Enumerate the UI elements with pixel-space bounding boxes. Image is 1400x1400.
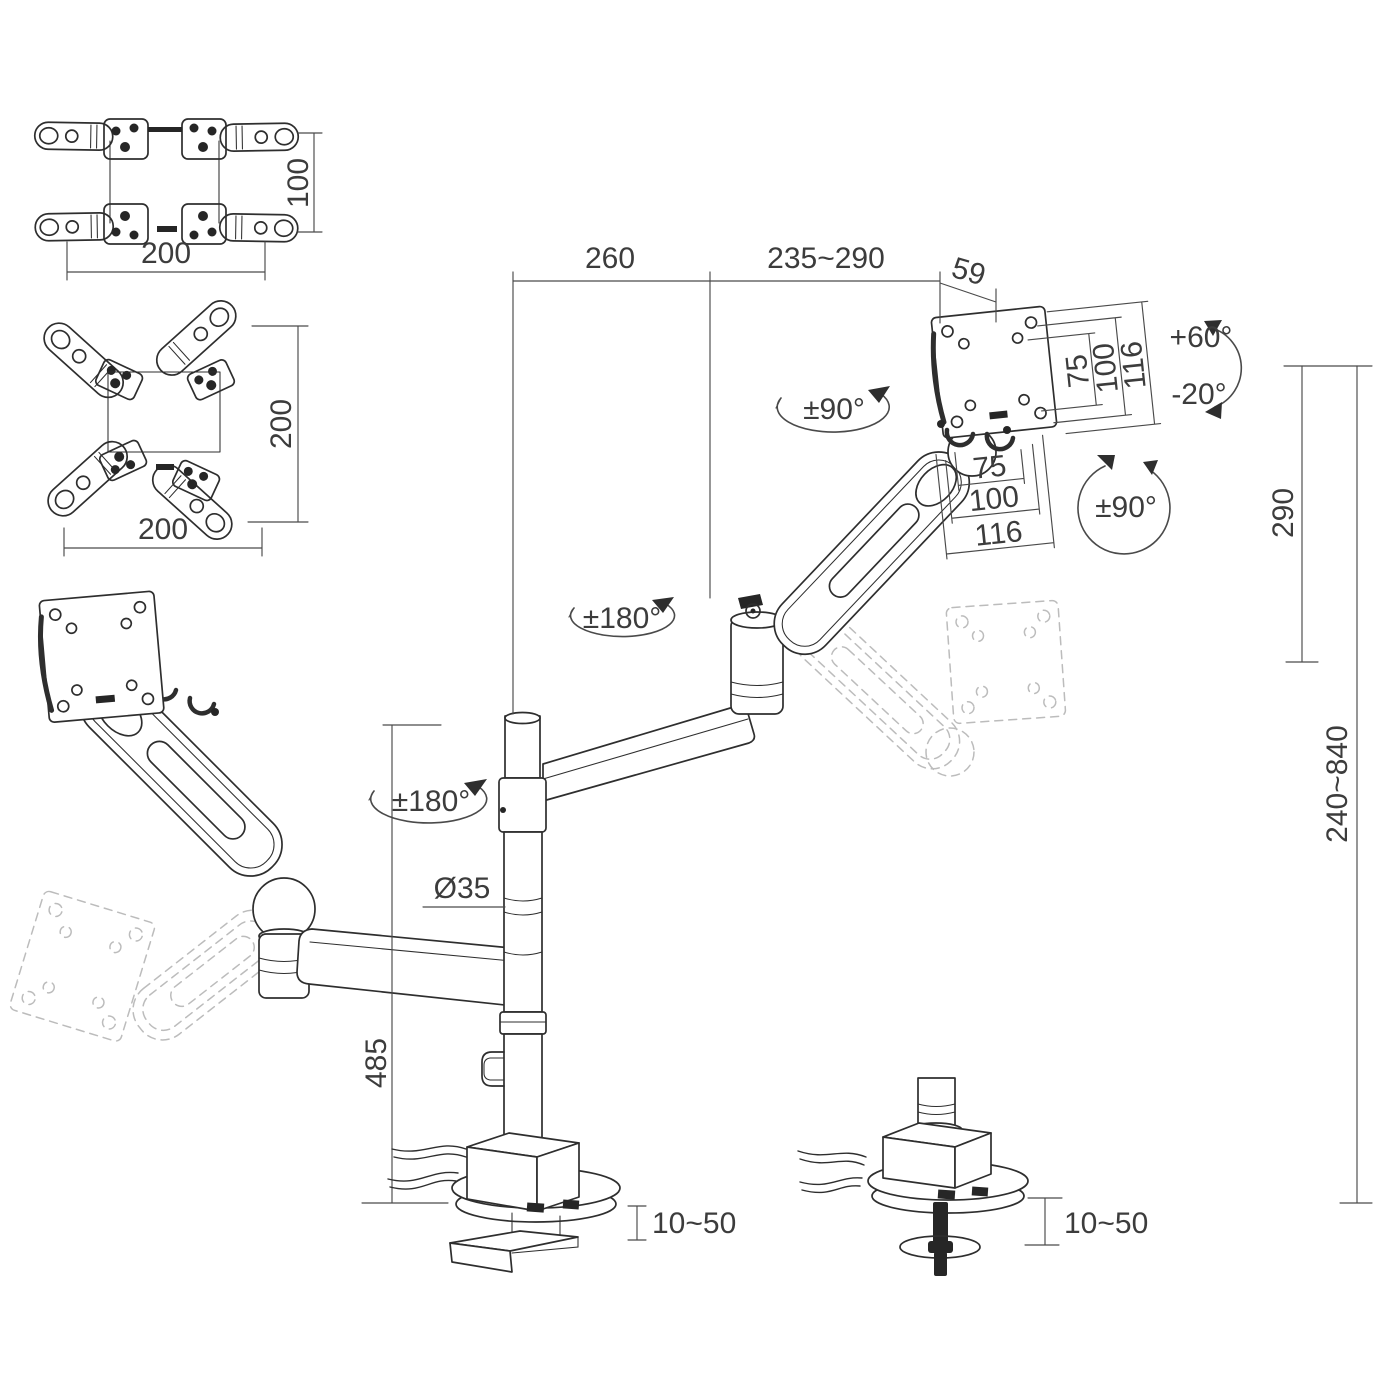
elbow-swivel-label: ±180° (583, 602, 662, 635)
dim-235-290: 235~290 (767, 242, 885, 275)
top-dimensions: 260 235~290 59 (512, 242, 997, 715)
right-vertical-dims: 290 240~840 (1267, 365, 1373, 1204)
left-shoulder-joint (252, 877, 316, 999)
adapter-cross-width-label: 200 (138, 513, 188, 546)
vesa-vertical-dims: 75 100 116 (1027, 300, 1162, 435)
vesa-h-75: 75 (971, 449, 1008, 485)
adapter-wide-width-label: 200 (141, 237, 191, 270)
head-vesa-plate (930, 305, 1058, 452)
tilt-up-label: +60° (1170, 321, 1233, 354)
dim-59: 59 (948, 251, 989, 292)
vesa-horizontal-dims: 75 100 116 (935, 434, 1055, 560)
vesa-h-116: 116 (973, 515, 1024, 553)
pole-swivel-symbol: ±180° (368, 779, 488, 824)
screen-rotate-label: ±90° (803, 393, 865, 426)
grommet-range-label: 10~50 (1064, 1207, 1148, 1240)
vesa-v-100: 100 (1087, 341, 1125, 394)
ghost-right-arm-lowered (793, 599, 1067, 777)
adapter-cross-dims: 200 200 (63, 325, 309, 557)
head-swivel-symbol: ±90° (1077, 455, 1171, 555)
clamp-base: 10~50 (387, 1132, 736, 1273)
tilt-angle-symbol: +60° -20° (1170, 320, 1243, 419)
pole-dimensions: 485 Ø35 (360, 724, 506, 1204)
vesa-adapter-wide-view: 100 200 (33, 118, 323, 281)
head-swivel-label: ±90° (1095, 491, 1157, 524)
dim-260: 260 (585, 242, 635, 275)
elbow-joint (730, 594, 784, 715)
left-vesa-plate (37, 590, 165, 723)
lower-swing-arm (296, 928, 534, 1009)
dim-290: 290 (1267, 488, 1300, 538)
dim-dia-35: Ø35 (434, 872, 491, 905)
adapter-wide-dims: 100 200 (66, 132, 323, 281)
vesa-v-116: 116 (1115, 340, 1153, 391)
right-gas-spring-arm (773, 427, 997, 656)
vesa-adapter-cross-view: 200 200 (43, 300, 309, 557)
clamp-range-label: 10~50 (652, 1207, 736, 1240)
adapter-wide-height-label: 100 (282, 158, 315, 208)
tilt-down-label: -20° (1171, 378, 1226, 411)
adapter-cross-height-label: 200 (265, 399, 298, 449)
center-pole (481, 711, 547, 1143)
grommet-base: 10~50 (797, 1077, 1148, 1276)
vesa-v-75: 75 (1060, 353, 1096, 390)
screen-rotate-symbol: ±90° (775, 386, 891, 433)
dim-485: 485 (360, 1038, 393, 1088)
dim-240-840: 240~840 (1321, 725, 1354, 843)
vesa-h-100: 100 (967, 480, 1020, 518)
pole-swivel-label: ±180° (392, 785, 471, 818)
elbow-swivel-symbol: ±180° (568, 597, 676, 638)
upper-swing-arm (542, 704, 756, 802)
ghost-left-arm-lowered (9, 890, 284, 1042)
